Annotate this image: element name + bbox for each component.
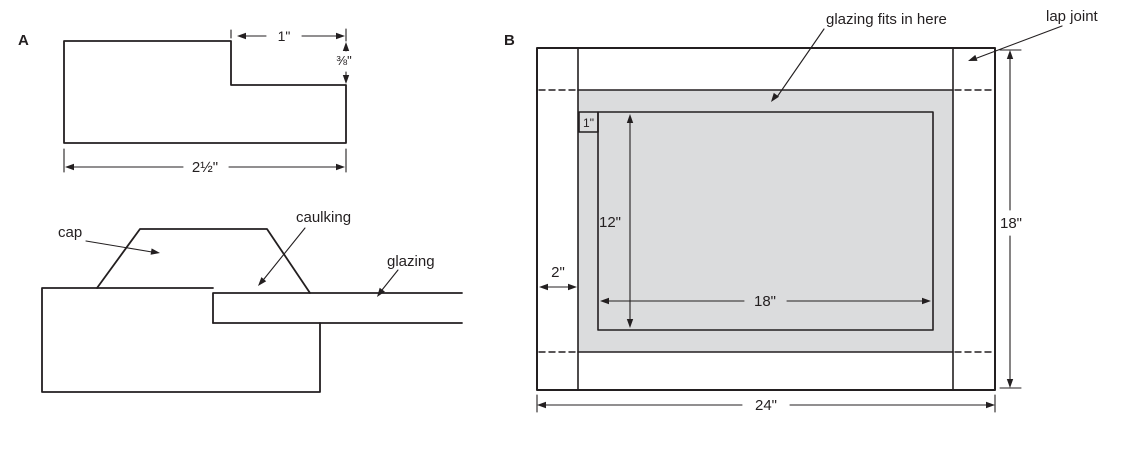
lap-joint-callout: lap joint	[968, 8, 1099, 61]
panel-b-label: B	[504, 32, 515, 49]
dimension-notch-width: 1"	[230, 28, 347, 44]
dimension-stile-width: 2"	[539, 264, 577, 291]
dimension-frame-height: 18"	[999, 49, 1022, 389]
lip-square	[578, 111, 599, 133]
caulking-callout: caulking	[258, 209, 351, 286]
profile-drawing	[63, 40, 347, 144]
arrow-head	[600, 297, 609, 305]
panel-b: B 1" 12"	[504, 8, 1099, 414]
lip-label: 1"	[583, 116, 594, 130]
dimension-overall-width: 2½"	[63, 148, 347, 176]
overall-width-label: 2½"	[192, 159, 218, 176]
arrow-head	[771, 92, 779, 102]
glazing-fits-label: glazing fits in here	[826, 11, 947, 28]
caulking-label: caulking	[296, 209, 351, 226]
dimension-opening-height: 12"	[599, 114, 634, 328]
dimension-notch-depth: ⅜"	[336, 42, 352, 84]
arrow-head	[1006, 379, 1014, 388]
profile-outline	[63, 40, 347, 144]
panel-a: A 1" ⅜" 2½"	[18, 28, 463, 393]
cap-label: cap	[58, 224, 82, 241]
arrow-head	[922, 297, 931, 305]
arrow-head	[1006, 50, 1014, 59]
stile-width-label: 2"	[551, 264, 565, 281]
arrow-head	[537, 401, 546, 409]
arrow-head	[377, 287, 385, 297]
frame-drawing	[536, 47, 996, 391]
arrow-head	[336, 163, 345, 171]
opening-height-label: 12"	[599, 214, 621, 231]
lap-joint-label: lap joint	[1046, 8, 1099, 25]
arrow-head	[626, 319, 634, 328]
notch-depth-label: ⅜"	[336, 53, 352, 68]
leader-line	[263, 227, 306, 280]
frame-outer-rect	[536, 47, 996, 391]
arrow-head	[342, 42, 350, 51]
frame-height-label: 18"	[1000, 215, 1022, 232]
arrow-head	[258, 277, 267, 286]
arrow-head	[336, 32, 345, 40]
glazing-fits-callout: glazing fits in here	[771, 11, 947, 102]
dimension-opening-width: 18"	[600, 293, 931, 310]
dimension-frame-width: 24"	[536, 394, 996, 414]
rabbet-band	[578, 90, 953, 352]
cap-shape	[96, 228, 311, 294]
dimension-lip: 1"	[578, 111, 599, 133]
arrow-head	[150, 248, 160, 255]
arrow-head	[968, 54, 978, 61]
leader-line	[776, 28, 825, 98]
arrow-head	[539, 283, 548, 291]
glazing-callout: glazing	[377, 253, 435, 297]
notch-width-label: 1"	[278, 28, 291, 44]
glazing-opening-rect	[597, 111, 934, 331]
frame-width-label: 24"	[755, 397, 777, 414]
leader-line	[976, 25, 1063, 59]
leader-line	[85, 240, 153, 253]
arrow-head	[342, 75, 350, 84]
leader-line	[381, 269, 399, 291]
panel-a-label: A	[18, 32, 29, 49]
glazing-label: glazing	[387, 253, 435, 270]
arrow-head	[986, 401, 995, 409]
glazing-shape	[212, 292, 463, 324]
arrow-head	[237, 32, 246, 40]
opening-width-label: 18"	[754, 293, 776, 310]
arrow-head	[65, 163, 74, 171]
arrow-head	[568, 283, 577, 291]
rail-shape	[41, 287, 321, 393]
arrow-head	[626, 114, 634, 123]
cap-callout: cap	[58, 224, 160, 255]
